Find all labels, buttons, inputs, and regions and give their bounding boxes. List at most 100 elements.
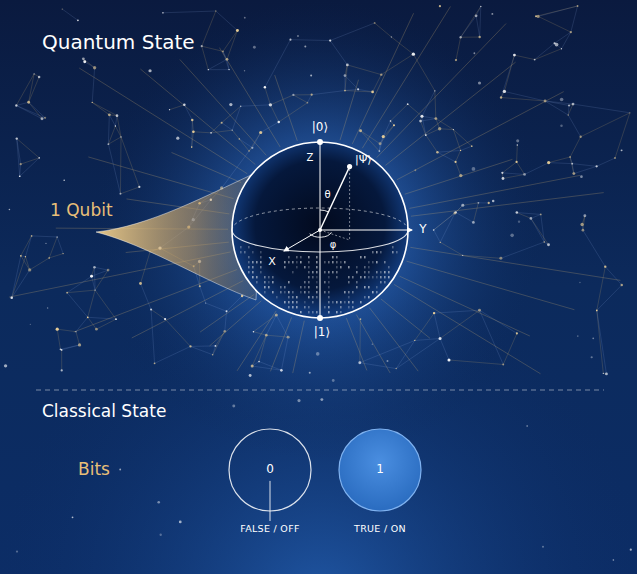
- network-dot: [108, 113, 111, 116]
- network-line: [422, 116, 426, 135]
- network-line: [88, 317, 97, 329]
- binary-dot: [280, 286, 282, 288]
- network-line: [504, 55, 514, 91]
- network-line: [83, 59, 94, 68]
- network-line: [391, 37, 413, 54]
- network-dot: [360, 318, 362, 320]
- network-dot: [95, 328, 98, 331]
- sparkle-dots: [9, 13, 632, 561]
- network-dot: [620, 284, 622, 286]
- network-line: [463, 255, 501, 258]
- network-dot: [502, 177, 505, 180]
- binary-dot: [272, 291, 274, 293]
- binary-dot: [340, 301, 342, 303]
- binary-dot: [304, 286, 306, 288]
- network-dot: [629, 112, 630, 113]
- binary-dot: [280, 291, 282, 293]
- network-line: [202, 46, 223, 51]
- binary-dot: [316, 296, 318, 298]
- network-line: [29, 74, 34, 102]
- network-line: [12, 257, 26, 298]
- network-dot: [480, 6, 481, 7]
- network-line: [163, 11, 216, 13]
- network-line: [88, 290, 95, 317]
- network-dot: [82, 57, 85, 60]
- network-line: [568, 104, 573, 115]
- binary-dot: [328, 296, 330, 298]
- binary-dot: [364, 266, 366, 268]
- binary-dot: [336, 256, 338, 258]
- network-line: [461, 6, 481, 37]
- network-dot: [93, 66, 96, 69]
- network-line: [415, 313, 434, 340]
- network-dot: [4, 364, 7, 367]
- network-line: [29, 77, 39, 102]
- network-dot: [439, 5, 441, 7]
- network-dot: [382, 135, 385, 138]
- binary-texture: [240, 246, 398, 313]
- network-line: [21, 158, 40, 164]
- network-line: [222, 123, 233, 131]
- network-line: [440, 213, 455, 242]
- network-dot: [56, 236, 58, 238]
- binary-dot: [316, 266, 318, 268]
- binary-dot: [260, 271, 262, 273]
- network-line: [517, 213, 531, 219]
- binary-dot: [260, 261, 262, 263]
- network-dot: [580, 223, 583, 226]
- binary-dot: [328, 306, 330, 308]
- network-line: [108, 126, 115, 144]
- binary-dot: [316, 271, 318, 273]
- bit-circle-outline: [339, 429, 421, 511]
- sparkle-dot: [30, 324, 31, 325]
- sparkle-dot: [478, 81, 481, 84]
- binary-dot: [384, 271, 386, 273]
- binary-dot: [288, 296, 290, 298]
- sparkle-dot: [621, 149, 623, 151]
- network-dot: [60, 348, 62, 350]
- network-line: [605, 267, 621, 285]
- binary-dot: [308, 266, 310, 268]
- network-line: [57, 329, 76, 332]
- sparkle-dot: [386, 360, 388, 362]
- network-line: [32, 236, 58, 237]
- network-dot: [544, 100, 547, 103]
- network-line: [141, 252, 151, 284]
- network-dot: [93, 266, 96, 269]
- network-dot: [77, 19, 79, 21]
- network-dot: [453, 212, 456, 215]
- binary-dot: [328, 311, 330, 313]
- network-line: [57, 329, 60, 349]
- sparkle-dot: [157, 501, 160, 504]
- network-dot: [572, 172, 575, 175]
- network-line: [67, 293, 88, 318]
- binary-dot: [288, 281, 290, 283]
- network-line: [109, 115, 115, 126]
- network-dot: [269, 103, 272, 106]
- binary-dot: [248, 266, 250, 268]
- binary-dot: [308, 281, 310, 283]
- network-dot: [78, 343, 81, 346]
- network-line: [12, 256, 21, 298]
- sparkle-dot: [309, 372, 311, 374]
- binary-dot: [268, 286, 270, 288]
- binary-dot: [312, 296, 314, 298]
- binary-dot: [348, 291, 350, 293]
- binary-dot: [360, 276, 362, 278]
- binary-dot: [316, 286, 318, 288]
- network-line: [597, 310, 607, 374]
- network-dot: [251, 365, 254, 368]
- starburst-line: [356, 315, 390, 373]
- network-dot: [38, 157, 40, 159]
- bit-circle: 1TRUE / ON: [338, 428, 422, 512]
- network-dot: [436, 151, 438, 153]
- network-dot: [258, 361, 260, 363]
- network-line: [16, 105, 45, 117]
- network-dot: [191, 119, 193, 121]
- network-dot: [280, 369, 283, 372]
- sparkle-dot: [253, 46, 256, 49]
- network-line: [202, 46, 209, 69]
- network-line: [76, 332, 80, 345]
- starburst-line: [132, 281, 243, 338]
